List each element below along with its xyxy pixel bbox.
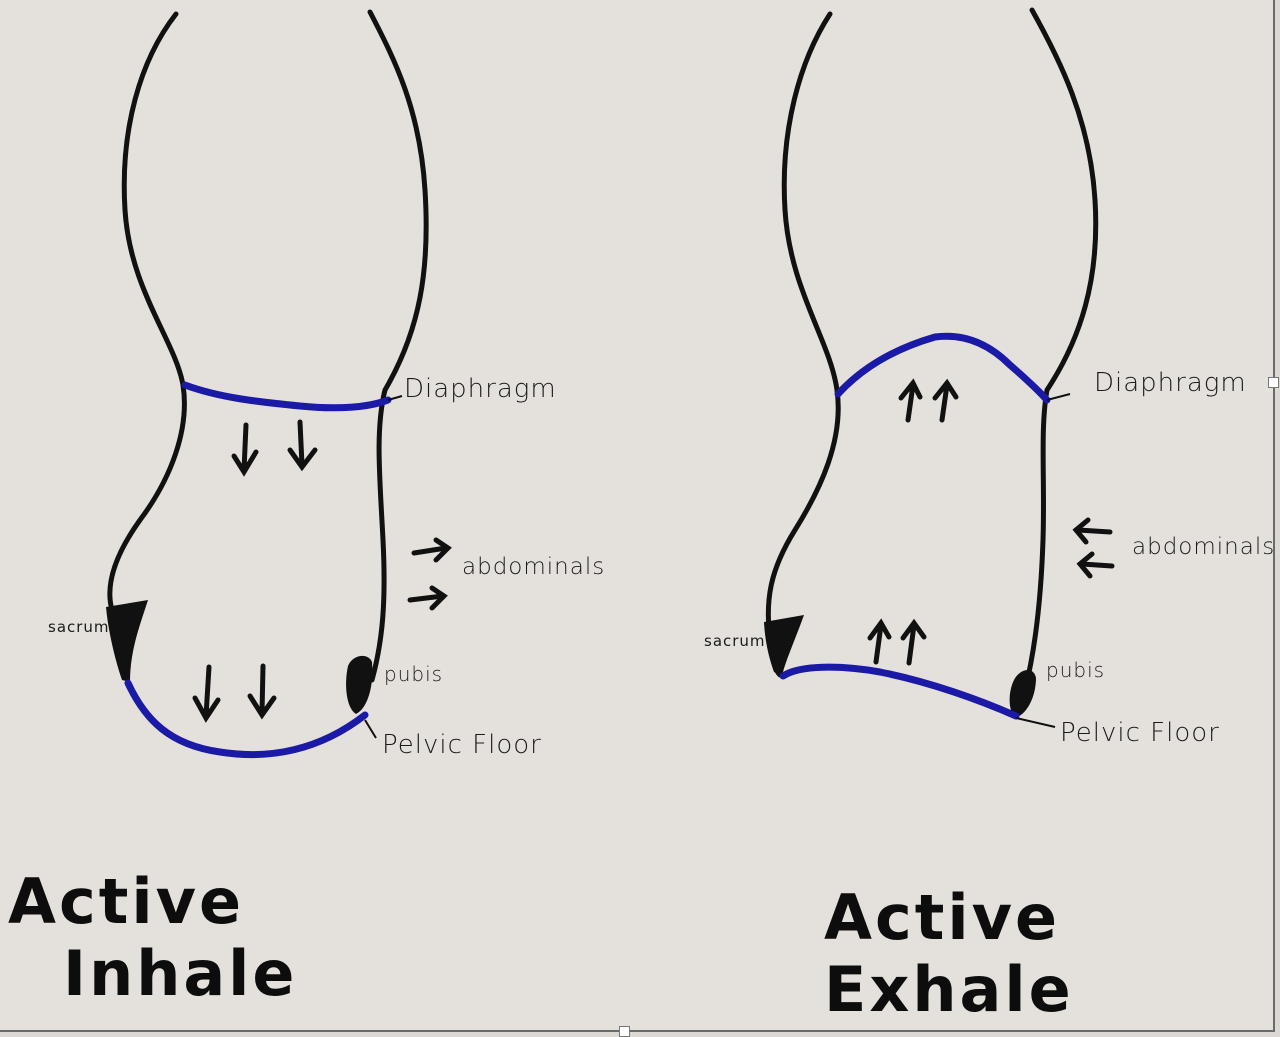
exhale-title-line1: Active — [824, 881, 1061, 954]
inhale-label-sacrum: sacrum — [48, 618, 110, 636]
exhale-label-abdominals: abdominals — [1132, 534, 1275, 560]
exhale-pubis-shape — [1009, 669, 1036, 718]
inhale-label-pubis: pubis — [384, 662, 444, 686]
exhale-diaphragm-arrows-up — [898, 378, 959, 423]
inhale-title: Active Inhale — [8, 866, 298, 1010]
exhale-diaphragm-line — [834, 332, 1051, 404]
exhale-label-sacrum: sacrum — [704, 632, 766, 650]
inhale-pelvic-floor-arrows-down — [192, 663, 277, 723]
inhale-title-line2: Inhale — [63, 937, 298, 1010]
exhale-label-pelvic-floor: Pelvic Floor — [1060, 718, 1220, 748]
inhale-label-abdominals: abdominals — [462, 554, 606, 580]
inhale-diaphragm-line — [181, 381, 392, 412]
inhale-sacrum-shape — [106, 600, 148, 682]
inhale-abdominal-arrows-out — [407, 537, 452, 611]
exhale-label-pubis: pubis — [1046, 658, 1106, 682]
exhale-label-diaphragm: Diaphragm — [1094, 368, 1247, 398]
inhale-title-line1: Active — [8, 865, 245, 938]
resize-handle-right[interactable] — [1268, 377, 1279, 388]
exhale-abdominal-arrows-in — [1072, 517, 1115, 579]
inhale-pelvic-floor-line — [124, 679, 369, 759]
exhale-pelvic-floor-line — [779, 663, 1020, 720]
inhale-diaphragm-arrows-down — [231, 419, 318, 477]
resize-handle-bottom[interactable] — [619, 1026, 630, 1037]
inhale-label-diaphragm: Diaphragm — [404, 374, 557, 404]
exhale-title: Active Exhale — [824, 882, 1074, 1026]
inhale-pubis-shape — [346, 655, 373, 714]
inhale-label-pelvic-floor: Pelvic Floor — [382, 730, 542, 760]
inhale-torso-outline — [107, 9, 429, 683]
inhale-leader-lines — [364, 395, 403, 739]
exhale-torso-outline — [765, 7, 1099, 693]
exhale-pelvic-floor-arrows-up — [867, 618, 927, 666]
exhale-title-line2: Exhale — [824, 953, 1074, 1026]
exhale-leader-lines — [1015, 393, 1071, 728]
exhale-sacrum-shape — [764, 615, 804, 676]
